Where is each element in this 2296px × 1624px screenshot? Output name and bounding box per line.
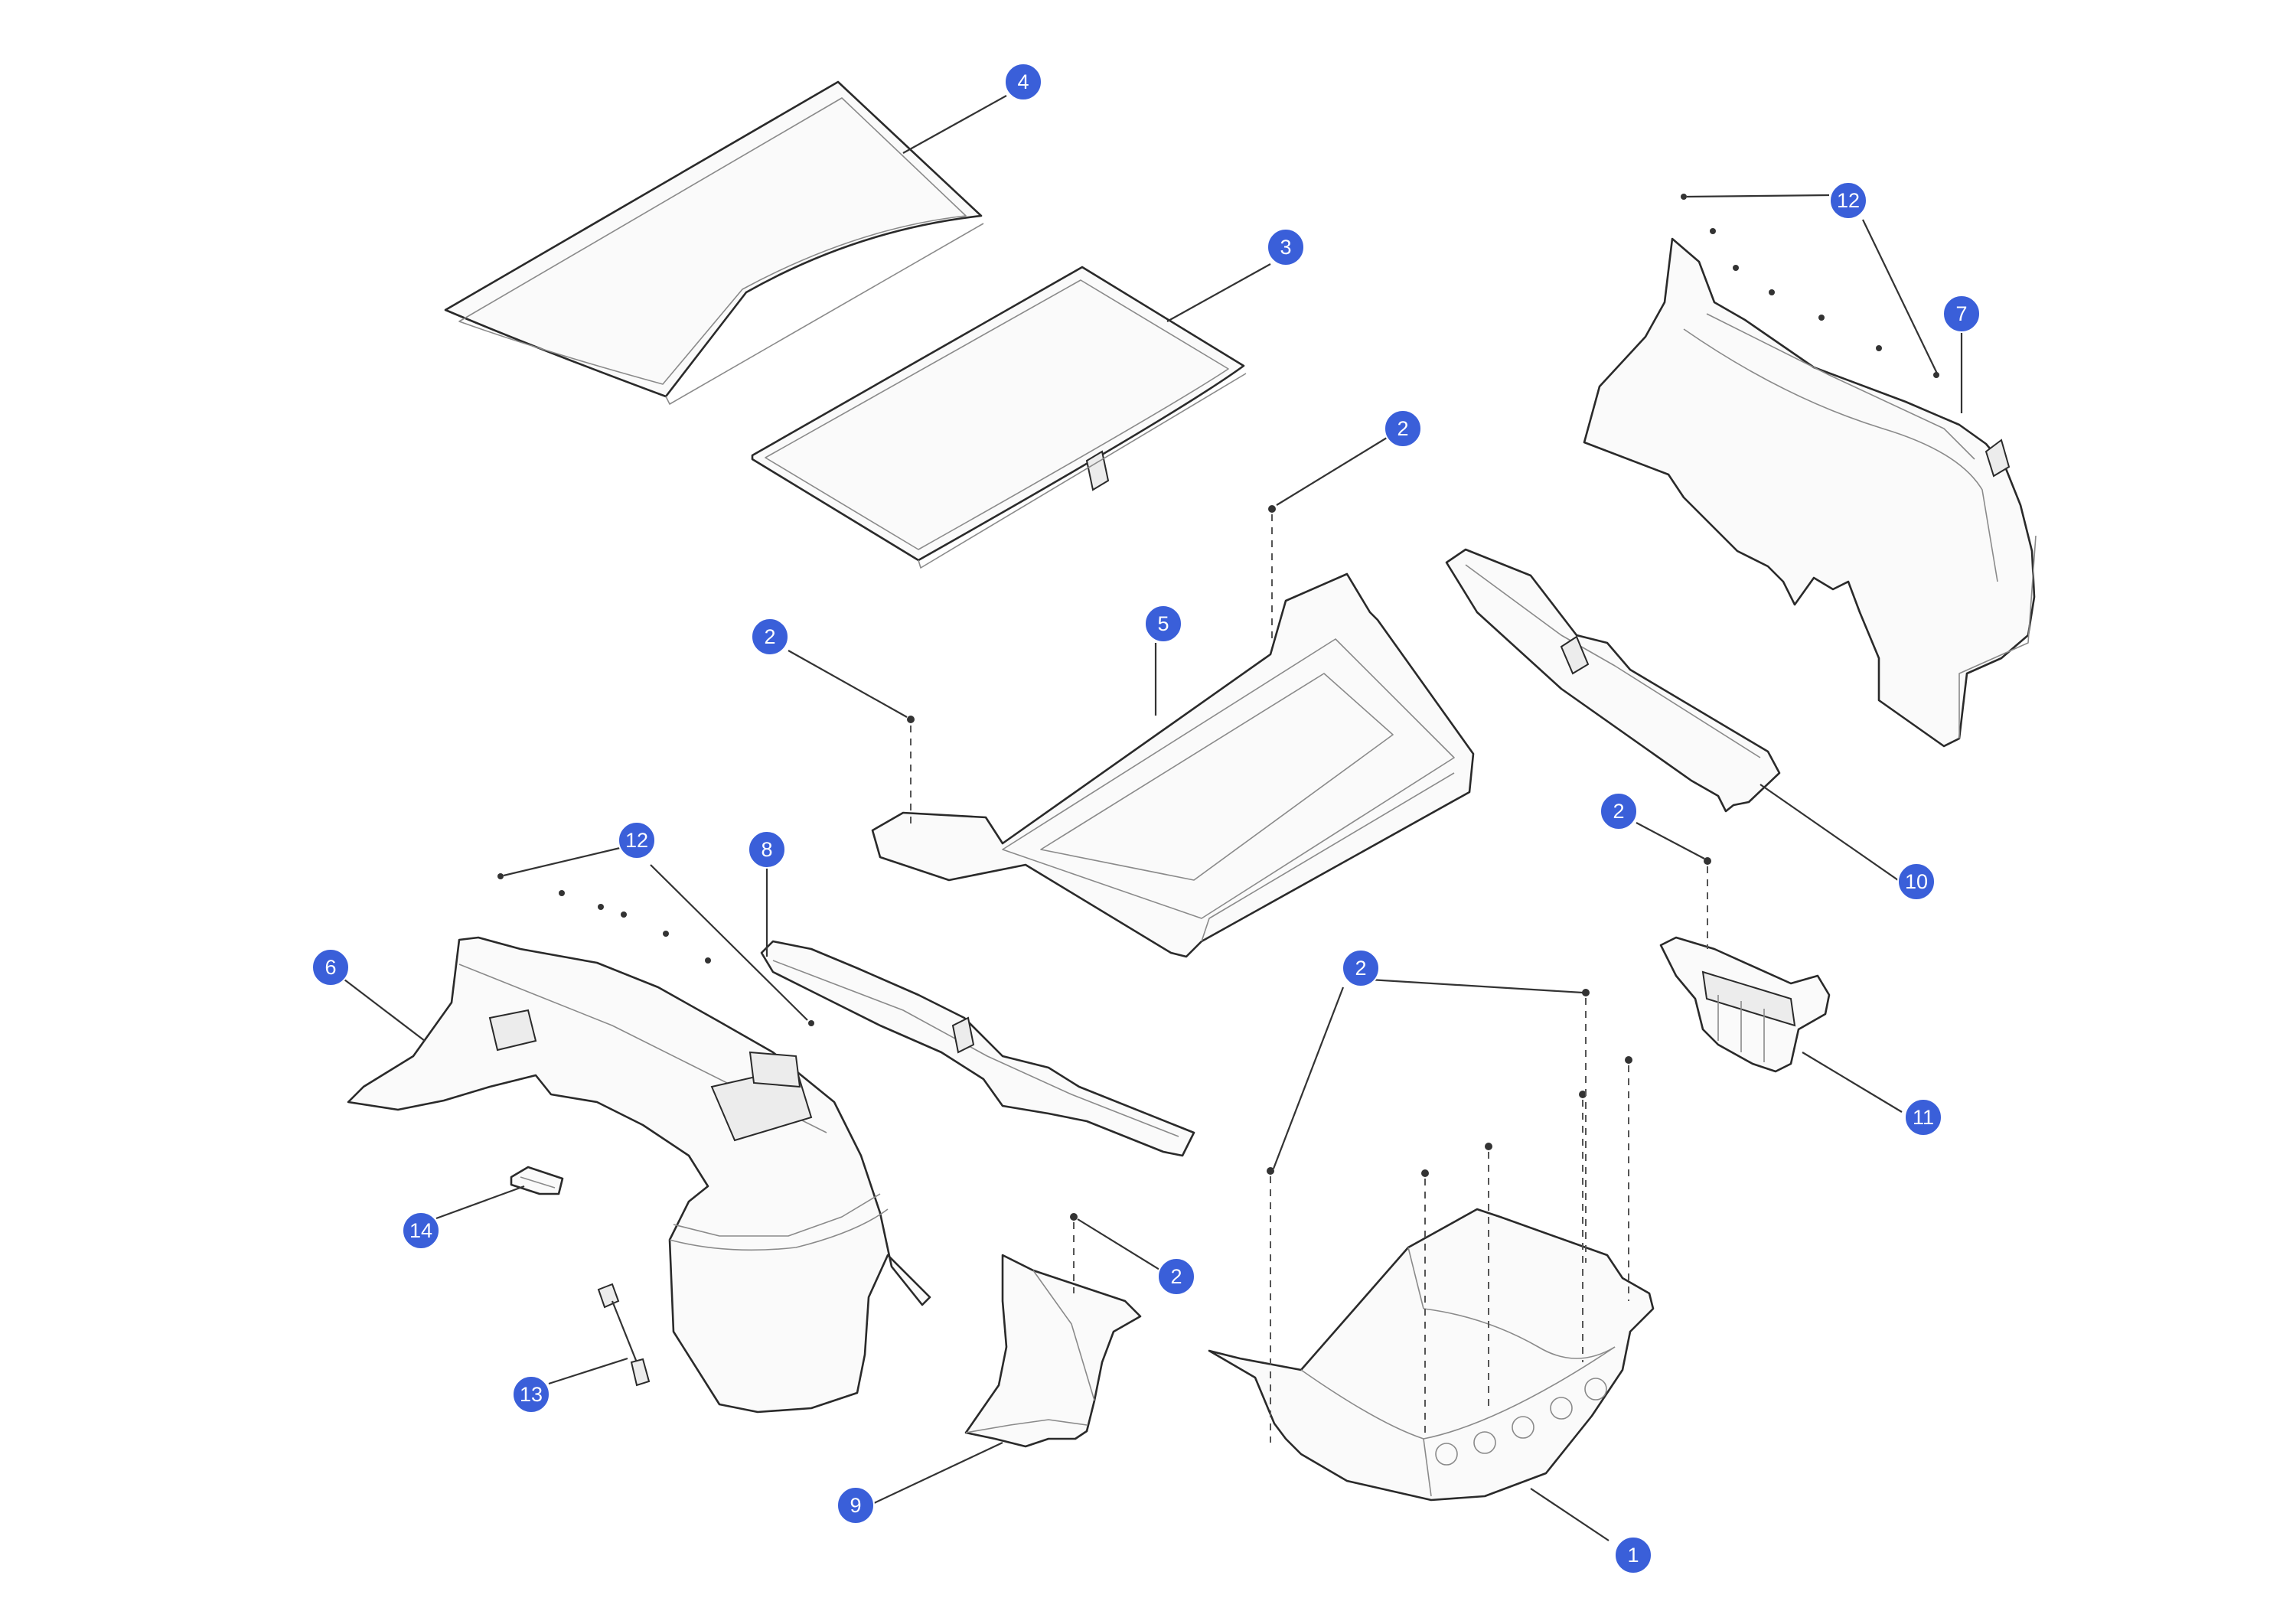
svg-text:8: 8 xyxy=(761,838,772,861)
part-3-floor-board xyxy=(751,266,1247,569)
part-13-cable-sensor xyxy=(597,1283,651,1387)
part-4-floor-cover-panel xyxy=(444,80,984,405)
part-11-side-bracket xyxy=(1659,936,1831,1073)
callout-7: 7 xyxy=(1942,295,1981,333)
part-8-center-trim-strip xyxy=(760,940,1195,1157)
callout-4: 4 xyxy=(1004,63,1042,101)
svg-text:13: 13 xyxy=(520,1383,543,1406)
part-10-sill-trim xyxy=(1445,548,1781,813)
part-1-storage-tub xyxy=(1208,1208,1655,1502)
callout-2-d: 2 xyxy=(1342,949,1380,987)
svg-text:6: 6 xyxy=(325,956,336,979)
callout-6: 6 xyxy=(311,948,350,986)
callout-14: 14 xyxy=(402,1211,440,1250)
svg-text:2: 2 xyxy=(764,625,775,648)
svg-text:2: 2 xyxy=(1170,1265,1182,1288)
part-14-module xyxy=(510,1166,564,1195)
callout-12-top: 12 xyxy=(1829,181,1867,220)
callout-2-c: 2 xyxy=(1600,792,1638,830)
part-6-left-side-trim xyxy=(347,936,931,1414)
svg-text:2: 2 xyxy=(1397,417,1408,440)
svg-text:1: 1 xyxy=(1627,1544,1639,1567)
callout-1: 1 xyxy=(1614,1536,1652,1574)
callout-10: 10 xyxy=(1897,863,1936,901)
callout-13: 13 xyxy=(512,1375,550,1414)
callout-11: 11 xyxy=(1904,1098,1942,1136)
part-5-trunk-tray xyxy=(871,572,1475,958)
svg-text:9: 9 xyxy=(850,1494,861,1517)
part-9-front-trim-panel xyxy=(964,1254,1142,1448)
svg-text:4: 4 xyxy=(1017,70,1029,93)
svg-text:2: 2 xyxy=(1355,957,1366,980)
callout-2-b: 2 xyxy=(751,618,789,656)
svg-text:10: 10 xyxy=(1905,870,1928,893)
callout-2-a: 2 xyxy=(1384,409,1422,448)
callout-12-mid: 12 xyxy=(618,821,656,859)
callout-2-e: 2 xyxy=(1157,1257,1195,1296)
svg-text:3: 3 xyxy=(1280,236,1291,259)
leader-lines xyxy=(344,95,1963,1541)
svg-text:7: 7 xyxy=(1955,302,1967,325)
callouts: 4 3 12 7 2 5 2 2 xyxy=(311,63,1981,1574)
part-7-right-side-trim xyxy=(1583,237,2037,748)
fasteners xyxy=(497,194,1939,1221)
svg-text:5: 5 xyxy=(1157,612,1169,635)
svg-text:11: 11 xyxy=(1913,1106,1934,1129)
callout-3: 3 xyxy=(1267,228,1305,266)
svg-text:2: 2 xyxy=(1613,800,1624,823)
installation-lines xyxy=(910,514,1708,1443)
svg-text:12: 12 xyxy=(625,829,648,852)
callout-8: 8 xyxy=(748,830,786,869)
callout-9: 9 xyxy=(837,1486,875,1525)
callout-5: 5 xyxy=(1144,605,1182,643)
svg-text:14: 14 xyxy=(409,1219,432,1242)
svg-text:12: 12 xyxy=(1837,189,1860,212)
